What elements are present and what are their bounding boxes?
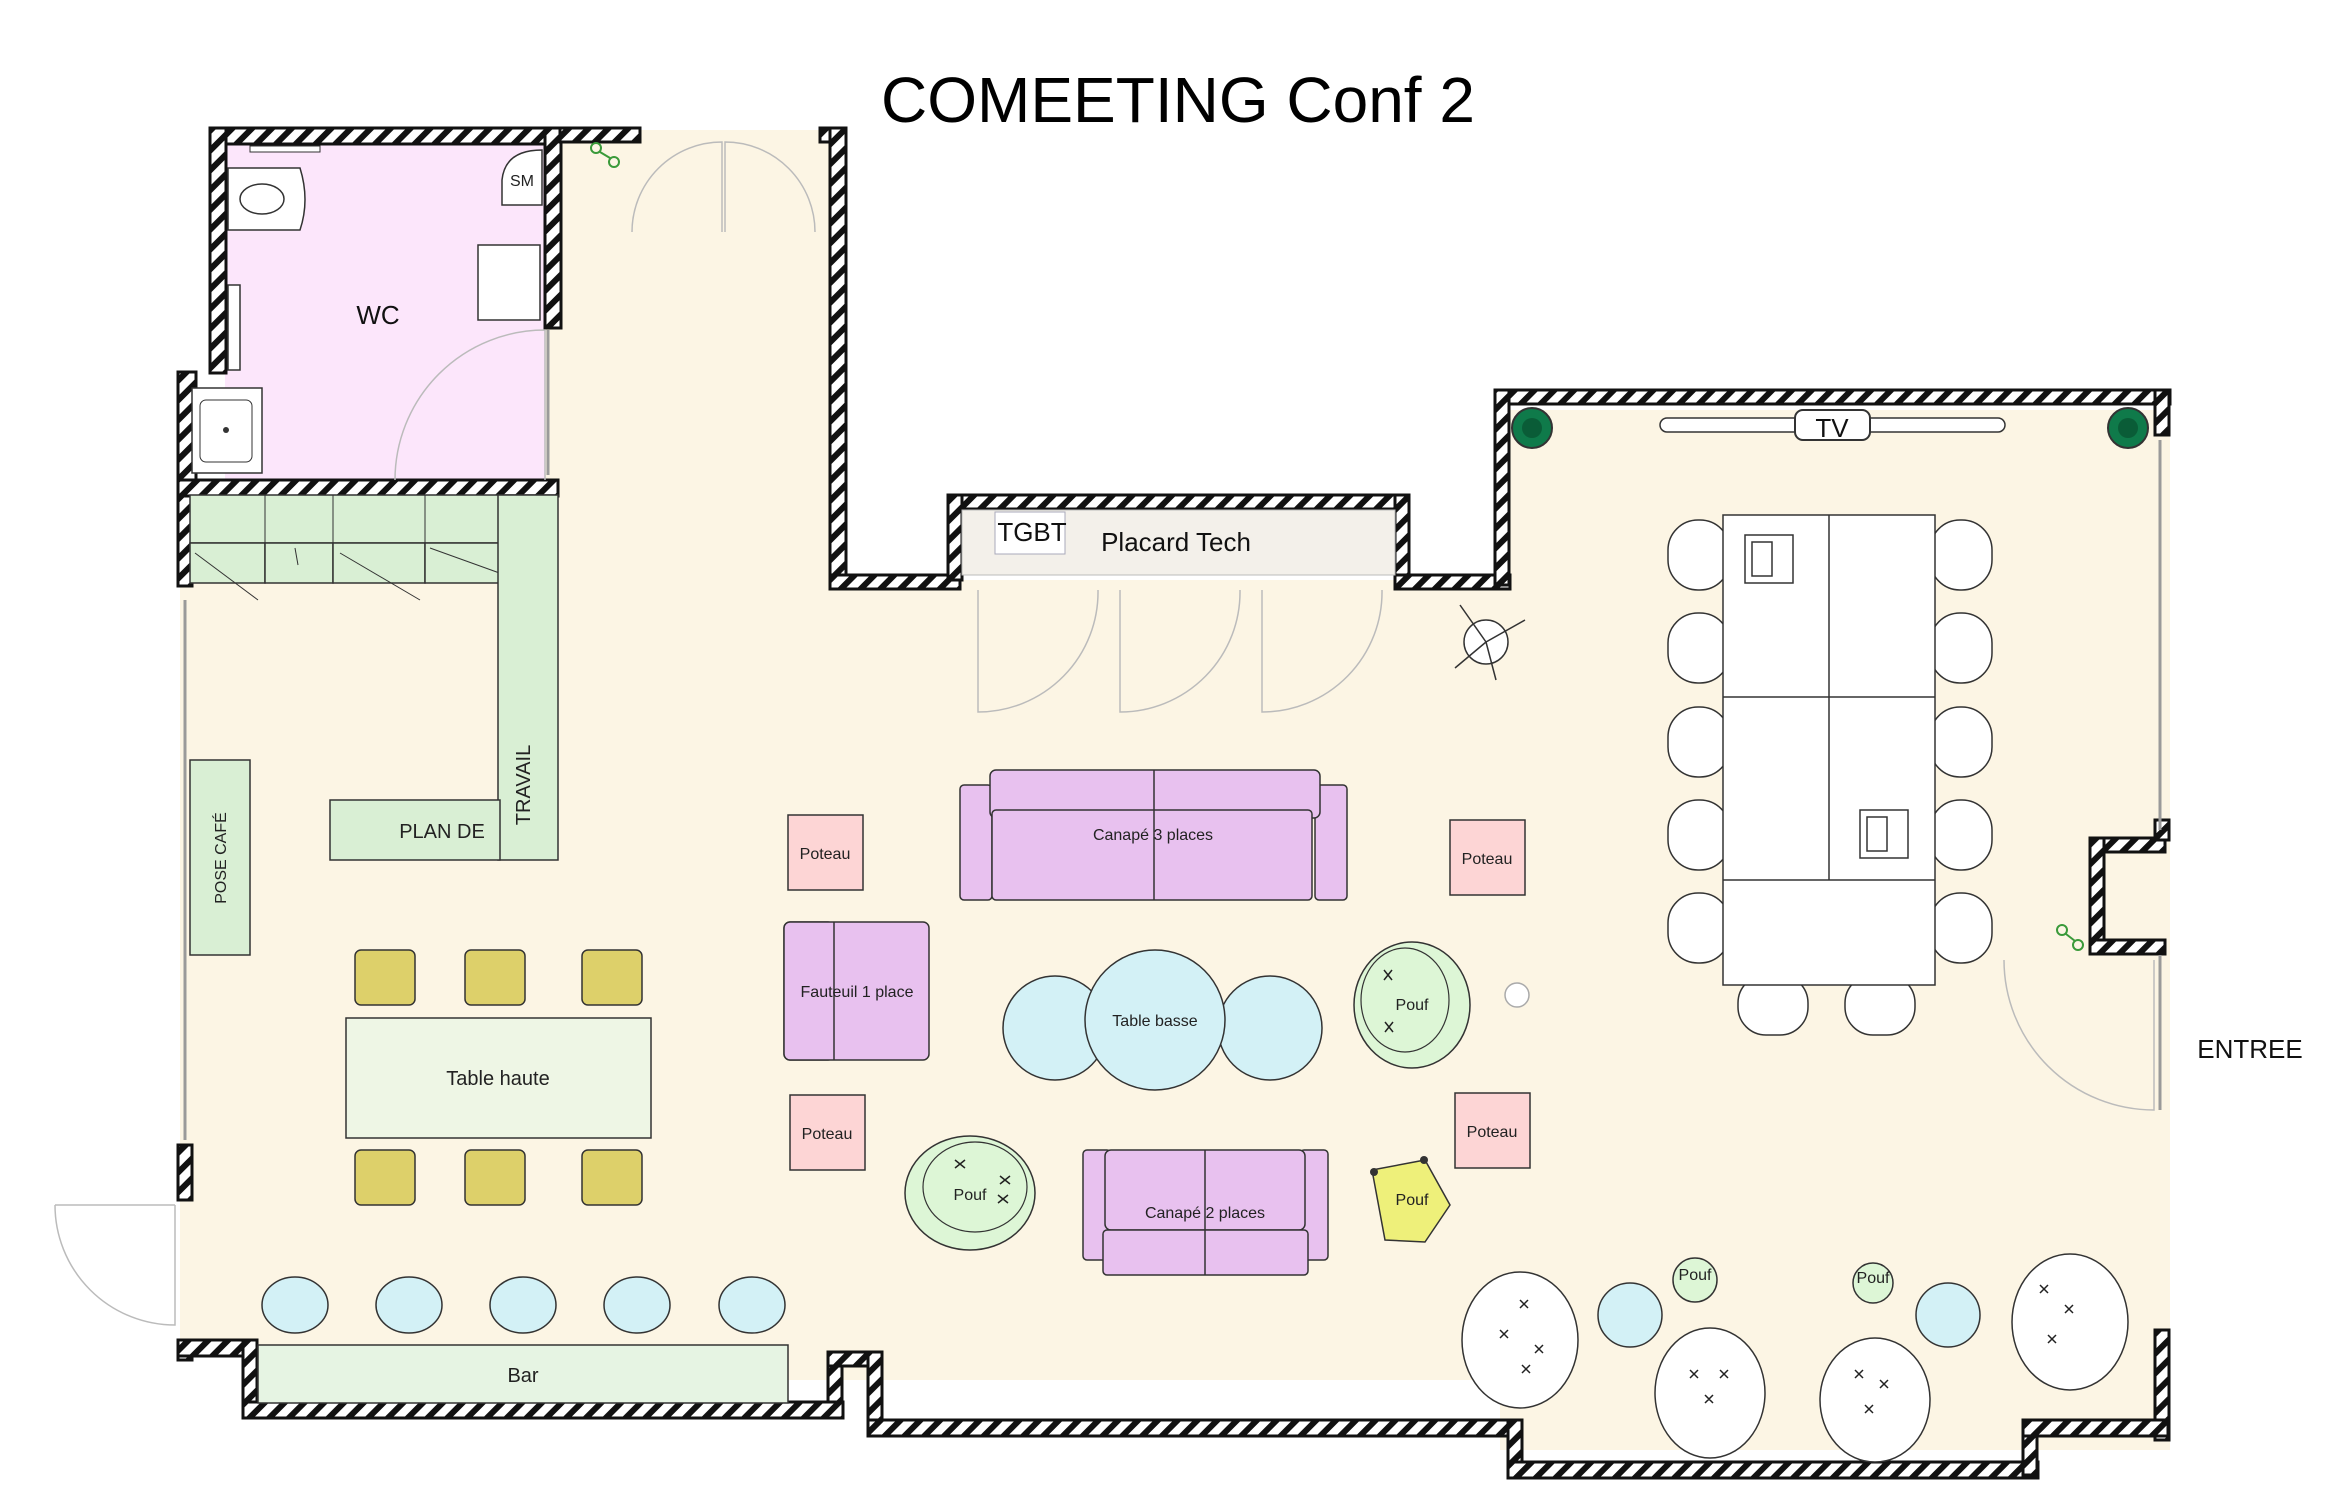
poteau-label-1: Poteau xyxy=(800,846,851,863)
windows xyxy=(183,330,2162,1140)
pouf-yellow xyxy=(1370,1156,1451,1243)
walls xyxy=(176,126,2172,1480)
poteau-label-2: Poteau xyxy=(1462,851,1513,868)
canape-3-label: Canapé 3 places xyxy=(1093,827,1213,844)
bar-stools xyxy=(261,1276,786,1334)
egg-chairs xyxy=(1461,1253,2129,1463)
small-poufs xyxy=(1672,1257,1894,1304)
valve-icon-entree xyxy=(2056,924,2084,951)
canape-3-places xyxy=(959,769,1348,901)
placard-label: Placard Tech xyxy=(1101,527,1251,557)
bar-counter xyxy=(257,1344,789,1404)
plan-de-label: PLAN DE xyxy=(399,821,485,843)
fauteuil xyxy=(783,921,930,1061)
conference-chairs xyxy=(1667,519,1993,1036)
pouf-label-2: Pouf xyxy=(954,1187,987,1204)
pouf-green-round-2 xyxy=(904,1135,1036,1251)
tv-box xyxy=(1794,409,1871,441)
laptop-icons xyxy=(1744,534,1909,859)
pouf-label-5: Pouf xyxy=(1857,1270,1890,1287)
poteaux xyxy=(787,814,1531,1171)
tgbt-label: TGBT xyxy=(997,517,1066,547)
tv-label: TV xyxy=(1815,413,1849,443)
tgbt-box xyxy=(994,511,1066,555)
table-basse xyxy=(1002,949,1323,1091)
table-basse-label: Table basse xyxy=(1112,1013,1197,1030)
conference-table xyxy=(1722,514,1936,986)
fauteuil-label: Fauteuil 1 place xyxy=(801,984,914,1001)
pouf-green-round-1 xyxy=(1353,941,1471,1069)
pose-cafe-counter xyxy=(189,759,251,956)
outlet-icon xyxy=(1504,982,1530,1008)
bar-label: Bar xyxy=(507,1365,538,1387)
canape-2-places xyxy=(1082,1149,1329,1276)
pouf-label-4: Pouf xyxy=(1679,1267,1712,1284)
speaker-icons xyxy=(1511,407,2149,449)
plan-title: COMEETING Conf 2 xyxy=(881,64,1475,136)
kitchen-counter xyxy=(189,494,559,861)
table-haute-label: Table haute xyxy=(446,1068,549,1090)
poteau-label-4: Poteau xyxy=(1467,1124,1518,1141)
side-tables xyxy=(1597,1282,1981,1348)
poteau-label-3: Poteau xyxy=(802,1126,853,1143)
entree-label: ENTREE xyxy=(2197,1034,2302,1064)
travail-label: TRAVAIL xyxy=(513,745,535,825)
wc-label: WC xyxy=(356,300,399,330)
pose-cafe-label: POSE CAFÉ xyxy=(211,812,230,904)
canape-2-label: Canapé 2 places xyxy=(1145,1205,1265,1222)
wc-fixtures xyxy=(191,145,543,474)
pouf-label-1: Pouf xyxy=(1396,997,1429,1014)
high-chairs xyxy=(354,949,643,1206)
pouf-label-3: Pouf xyxy=(1396,1192,1429,1209)
sm-label: SM xyxy=(510,173,534,190)
door-swings xyxy=(54,141,2155,1326)
fan-icon xyxy=(1454,604,1526,681)
table-haute xyxy=(345,1017,652,1139)
valve-icon xyxy=(590,142,620,168)
